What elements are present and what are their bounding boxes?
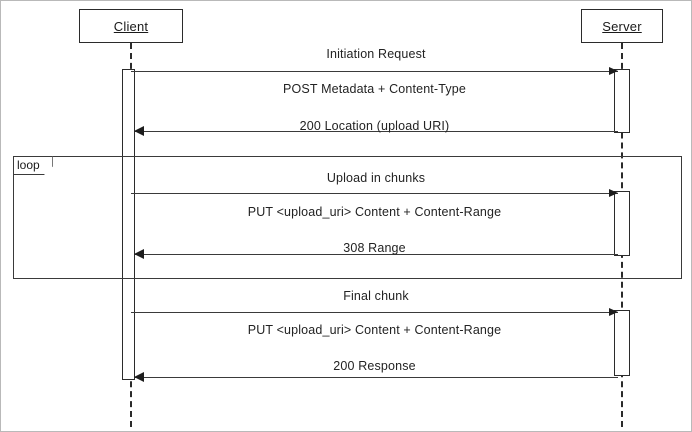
- message-line-post-metadata: [131, 71, 618, 72]
- message-group-label-final-chunk: Final chunk: [343, 289, 409, 303]
- message-label-put-final: PUT <upload_uri> Content + Content-Range: [247, 323, 502, 337]
- message-line-200-location: [135, 131, 618, 132]
- activation-server-final: [614, 310, 630, 376]
- participant-server[interactable]: Server: [581, 9, 663, 43]
- activation-client: [122, 69, 135, 380]
- participant-server-label: Server: [602, 18, 642, 34]
- arrowhead-put-chunk: [609, 189, 618, 197]
- message-label-308-range: 308 Range: [343, 241, 406, 255]
- participant-client[interactable]: Client: [79, 9, 183, 43]
- message-line-put-chunk: [131, 193, 618, 194]
- message-group-label-initiation: Initiation Request: [326, 47, 426, 61]
- arrowhead-post-metadata: [609, 67, 618, 75]
- loop-fragment-tab: loop: [13, 156, 53, 175]
- participant-client-label: Client: [113, 18, 149, 34]
- message-label-post-metadata: POST Metadata + Content-Type: [283, 82, 466, 96]
- arrowhead-200-response: [134, 372, 144, 382]
- message-line-308-range: [135, 254, 618, 255]
- message-label-200-location: 200 Location (upload URI): [299, 119, 450, 133]
- message-label-200-response: 200 Response: [333, 359, 416, 373]
- arrowhead-200-location: [134, 126, 144, 136]
- arrowhead-put-final: [609, 308, 618, 316]
- message-label-put-chunk: PUT <upload_uri> Content + Content-Range: [247, 205, 502, 219]
- message-line-200-response: [135, 377, 618, 378]
- activation-server-chunk: [614, 191, 630, 256]
- loop-fragment[interactable]: [13, 156, 682, 279]
- arrowhead-308-range: [134, 249, 144, 259]
- message-line-put-final: [131, 312, 618, 313]
- message-group-label-upload-chunks: Upload in chunks: [326, 171, 426, 185]
- activation-server-initiation: [614, 69, 630, 133]
